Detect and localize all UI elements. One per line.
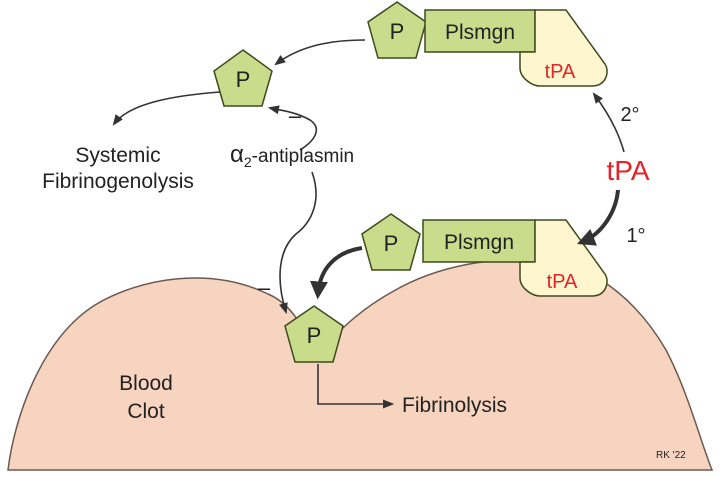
upper-tpa-box <box>519 9 608 87</box>
antiplasmin-text: -antiplasmin <box>252 146 354 167</box>
free-p-label: P <box>236 67 251 92</box>
alpha-subscript: 2 <box>244 154 252 170</box>
alpha-symbol: α <box>230 141 244 168</box>
lower-tpa-box <box>519 219 608 297</box>
lower-p-pentagon <box>361 213 421 271</box>
clot-plasmin: P <box>284 305 344 363</box>
free-tpa-label: tPA <box>606 155 649 186</box>
blood-clot-shape <box>7 258 714 471</box>
clot-p-pentagon <box>284 305 344 363</box>
blood-clot-label-line2: Clot <box>127 400 165 423</box>
inhibition-antiplasmin-to-clot-plasmin <box>279 171 317 315</box>
arrow-upper-to-free-plasmin <box>274 39 366 66</box>
inhibition-sign-left: – <box>258 275 271 300</box>
arrow-tpa-to-lower-complex <box>576 189 620 246</box>
clot-p-label: P <box>307 323 322 348</box>
primary-pathway-label: 1° <box>626 225 645 247</box>
free-p-pentagon <box>213 49 273 107</box>
upper-p-pentagon <box>367 1 427 59</box>
arrow-lower-to-clot-plasmin <box>310 246 363 300</box>
lower-p-label: P <box>384 231 399 256</box>
lower-plasminogen-label: Plsmgn <box>444 231 514 254</box>
author-credit: RK '22 <box>656 450 686 461</box>
free-plasmin: P <box>213 49 273 107</box>
arrow-tpa-to-upper-complex <box>592 92 625 153</box>
arrow-to-systemic-fibrinogenolysis <box>112 91 221 126</box>
inhibition-sign-top: – <box>289 103 302 128</box>
secondary-pathway-label: 2° <box>620 104 639 126</box>
lower-complex: P Plsmgn tPA <box>361 213 608 297</box>
upper-complex: P Plsmgn tPA <box>367 1 608 87</box>
arrows <box>112 39 625 409</box>
arrow-clot-plasmin-to-fibrinolysis <box>317 364 395 409</box>
fibrinolysis-label: Fibrinolysis <box>402 394 507 417</box>
upper-tpa-label: tPA <box>545 61 576 83</box>
systemic-label-line1: Systemic <box>75 144 160 167</box>
upper-p-label: P <box>390 19 405 44</box>
upper-plasminogen-label: Plsmgn <box>445 21 515 44</box>
alpha2-antiplasmin-label: α2-antiplasmin <box>230 141 354 170</box>
lower-tpa-label: tPA <box>547 271 578 293</box>
inhibition-antiplasmin-to-free-plasmin <box>267 105 318 151</box>
blood-clot-label-line1: Blood <box>119 372 173 395</box>
systemic-label-line2: Fibrinogenolysis <box>42 170 194 193</box>
